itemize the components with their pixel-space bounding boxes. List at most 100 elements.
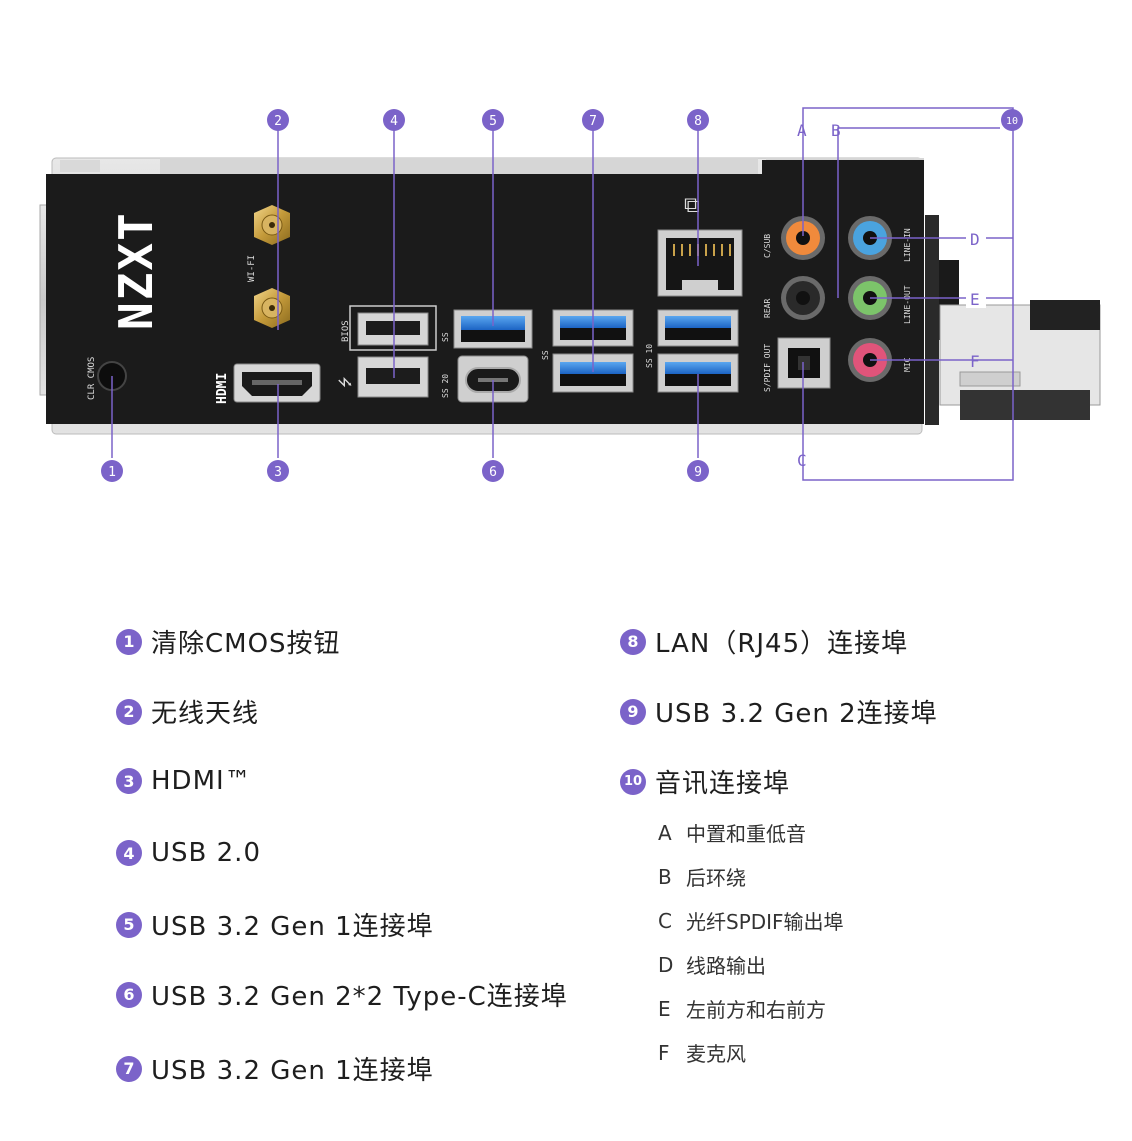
legend-label: HDMI™ [151,766,252,796]
audio-sub-letter: F [658,1040,670,1065]
nzxt-logo: NZXT [109,211,163,330]
audio-sub-item-c: C 光纤SPDIF输出埠 [658,906,844,935]
audio-sub-label: 麦克风 [686,1042,746,1066]
legend-item-3: 3 HDMI™ [116,766,252,796]
callout-badge-10: 10 [1001,109,1023,131]
audio-sub-item-d: D 线路输出 [658,950,766,979]
line-in-label: LINE-IN [903,228,912,262]
usb2-port-top[interactable] [349,305,437,351]
audio-sub-label: 左前方和右前方 [686,998,826,1022]
svg-text:6: 6 [489,465,497,480]
usb2-port-bottom[interactable] [357,356,429,398]
ss-label-7: SS [541,350,550,360]
audio-sub-letter: B [658,864,672,889]
wifi-label: WI-FI [247,255,257,282]
callout-badge-7: 7 [582,109,604,131]
callout-badge-5: 5 [482,109,504,131]
legend-label: USB 3.2 Gen 1连接埠 [151,1056,434,1086]
legend-item-1: 1 清除CMOS按钮 [116,623,341,660]
legend-item-8: 8 LAN（RJ45）连接埠 [620,623,908,660]
svg-text:1: 1 [108,465,116,480]
audio-sub-label: 线路输出 [686,954,766,978]
callout-letter-d: D [970,230,980,249]
csub-label: C/SUB [763,234,772,258]
audio-sub-letter: E [658,996,671,1021]
audio-sub-label: 中置和重低音 [686,822,806,846]
callout-letter-f: F [970,352,980,371]
legend-item-5: 5 USB 3.2 Gen 1连接埠 [116,906,434,943]
legend-item-9: 9 USB 3.2 Gen 2连接埠 [620,693,938,730]
callout-letter-c: C [797,451,807,470]
ss-label-5: SS [441,332,450,342]
callout-letter-a: A [797,121,807,140]
callout-badge-6: 6 [482,460,504,482]
callout-badge-4: 4 [383,109,405,131]
legend-item-4: 4 USB 2.0 [116,838,261,868]
audio-sub-item-a: A 中置和重低音 [658,818,806,847]
spdif-label: S/PDIF OUT [763,344,772,392]
bios-label: BIOS [341,320,351,342]
svg-text:7: 7 [589,114,597,129]
legend-item-10: 10 音讯连接埠 [620,763,790,800]
callout-badge-8: 8 [687,109,709,131]
wifi-antenna-connector-1[interactable] [254,205,290,245]
svg-text:5: 5 [489,114,497,129]
callout-badge-9: 9 [687,460,709,482]
clr-cmos-label: CLR CMOS [87,357,97,400]
lan-icon: ⧉ [684,193,700,218]
line-out-label: LINE-OUT [903,285,912,324]
callout-badge-2: 2 [267,109,289,131]
legend-label: 无线天线 [151,699,260,729]
svg-text:3: 3 [274,465,282,480]
spdif-optical-port[interactable] [777,337,831,389]
legend-label: 清除CMOS按钮 [151,629,341,659]
audio-sub-letter: D [658,952,674,977]
legend-item-7: 7 USB 3.2 Gen 1连接埠 [116,1050,434,1087]
legend-label: USB 2.0 [151,838,261,868]
legend-item-6: 6 USB 3.2 Gen 2*2 Type-C连接埠 [116,976,568,1013]
callout-lines [111,107,1014,481]
legend-badge: 3 [116,768,142,794]
audio-jack-rear-black[interactable] [781,276,825,320]
lan-rj45-port[interactable] [657,229,743,297]
audio-sub-item-b: B 后环绕 [658,862,746,891]
audio-jack-csub-orange[interactable] [781,216,825,260]
callout-letters: A B C D E F [797,121,986,470]
usb32-gen2-port-top[interactable] [657,309,739,347]
legend-badge: 5 [116,911,142,938]
svg-text:2: 2 [274,114,282,129]
audio-sub-label: 光纤SPDIF输出埠 [686,910,844,934]
legend-label: USB 3.2 Gen 2*2 Type-C连接埠 [151,982,568,1012]
audio-sub-label: 后环绕 [686,866,746,890]
svg-text:4: 4 [390,114,398,129]
rear-label: REAR [763,299,772,318]
mic-label: MIC [903,357,912,372]
svg-text:8: 8 [694,114,702,129]
hdmi-port[interactable] [233,363,321,403]
audio-sub-item-e: E 左前方和右前方 [658,994,826,1023]
legend-badge: 9 [620,698,646,725]
legend-badge: 7 [116,1055,142,1082]
legend-badge: 1 [116,628,142,655]
callout-letter-b: B [831,121,841,140]
callout-badge-3: 3 [267,460,289,482]
audio-sub-letter: A [658,820,672,845]
io-panel-diagram: NZXT CLR CMOS WI-FI HDMI BIOS ⭍ SS [39,107,1101,482]
right-hardware [925,215,1101,425]
callout-letter-e: E [970,290,980,309]
legend-label: 音讯连接埠 [655,769,791,799]
legend-label: USB 3.2 Gen 1连接埠 [151,912,434,942]
svg-text:10: 10 [1006,116,1018,127]
legend-badge: 2 [116,698,142,725]
legend-label: LAN（RJ45）连接埠 [655,629,909,659]
legend-item-2: 2 无线天线 [116,693,259,730]
svg-text:9: 9 [694,465,702,480]
legend-badge: 8 [620,628,646,655]
legend-label: USB 3.2 Gen 2连接埠 [655,699,938,729]
audio-sub-item-f: F 麦克风 [658,1038,746,1067]
audio-sub-letter: C [658,908,672,933]
wifi-antenna-connector-2[interactable] [254,288,290,328]
callout-badge-1: 1 [101,460,123,482]
legend-badge: 4 [116,840,142,866]
legend-badge: 6 [116,981,142,1008]
